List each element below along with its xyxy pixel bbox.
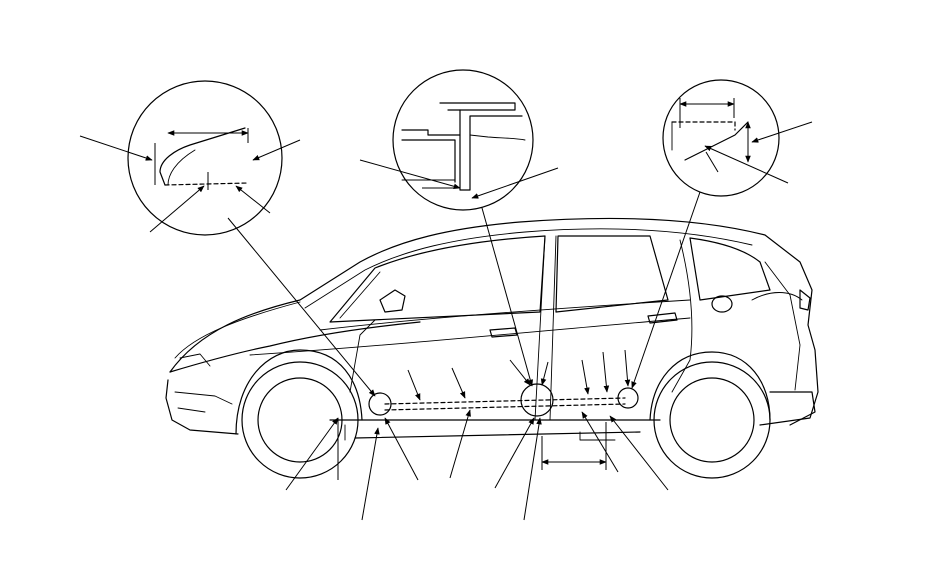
rear-target-circle <box>617 387 639 409</box>
rear-sill-seal-detail <box>631 79 813 389</box>
front-wheel <box>235 349 363 479</box>
center-target-circle <box>520 383 554 417</box>
front-sill-seal-detail <box>79 80 376 397</box>
car-body <box>165 217 819 441</box>
front-target-circle <box>368 392 392 416</box>
sill-leader-arrows <box>285 349 669 521</box>
center-sill-seal-detail <box>359 69 559 387</box>
rear-wheel <box>649 351 771 479</box>
